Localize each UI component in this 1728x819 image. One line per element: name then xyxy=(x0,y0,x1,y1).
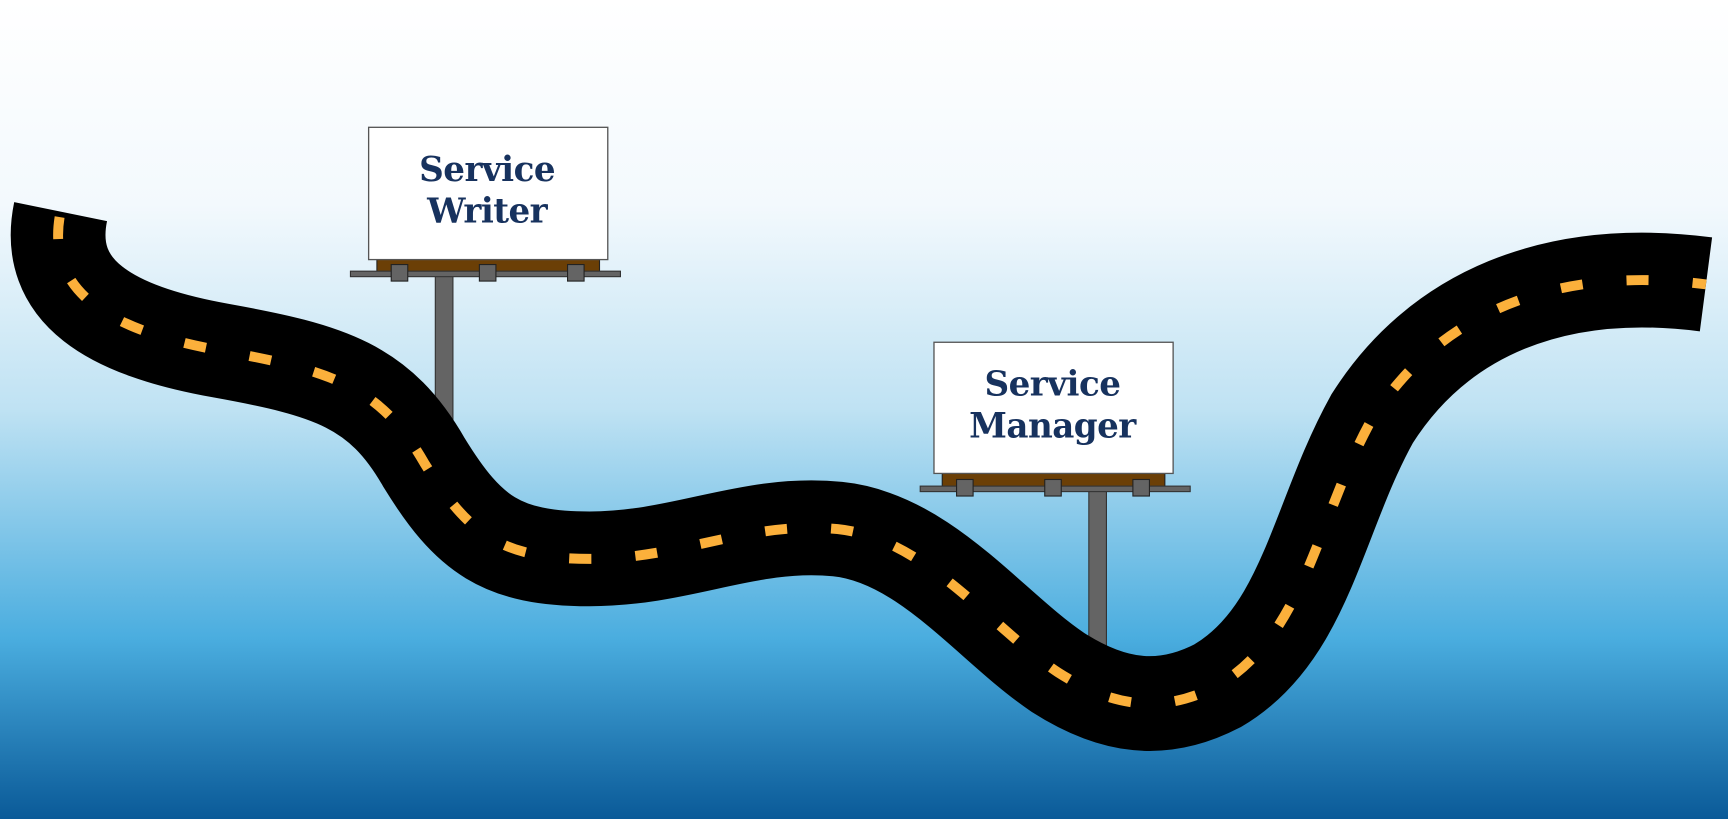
billboard-foot xyxy=(1132,478,1150,497)
billboard-line2: Writer xyxy=(426,192,549,232)
billboard-line1: Service xyxy=(985,365,1121,405)
billboard-panel xyxy=(367,126,609,261)
billboard-foot xyxy=(478,263,497,282)
billboard-foot xyxy=(566,263,585,282)
billboard-panel xyxy=(933,341,1174,475)
billboard-line2: Manager xyxy=(969,407,1137,447)
winding-road xyxy=(10,202,1713,751)
billboard-line1: Service xyxy=(419,150,555,190)
billboard-foot xyxy=(956,478,974,497)
billboard-service-manager: Service Manager xyxy=(919,341,1191,666)
billboard-foot xyxy=(390,263,409,282)
billboard-service-writer: Service Writer xyxy=(349,126,621,451)
road-center-dashes xyxy=(53,210,1707,709)
billboard-foot xyxy=(1044,478,1062,497)
